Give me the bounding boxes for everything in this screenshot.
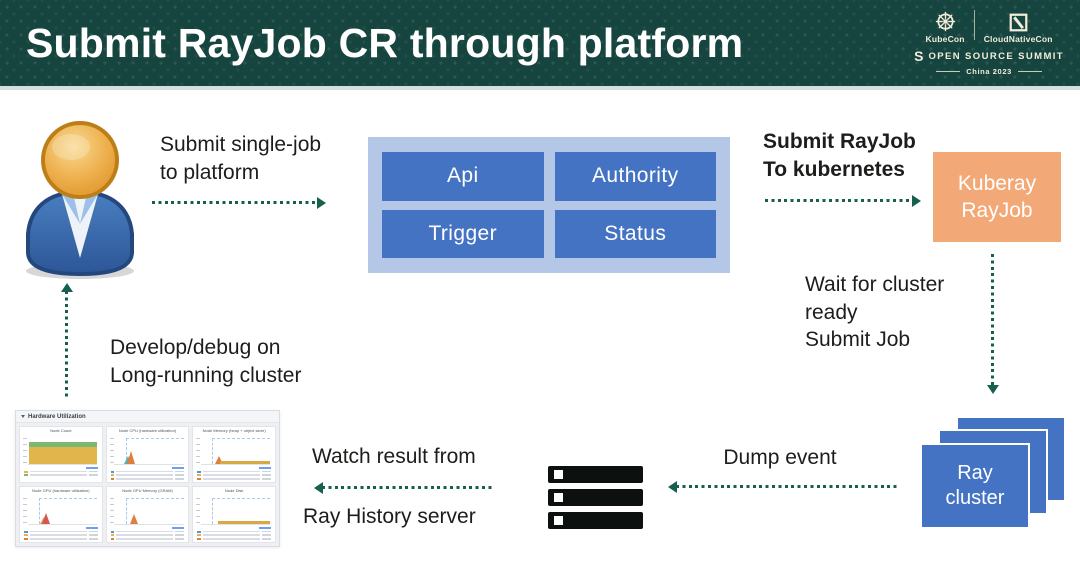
label-line: Long-running cluster [110,363,302,387]
user-icon [26,121,134,279]
dashboard-section-title: Hardware Utilization [28,413,86,420]
event-edition: China 2023 [936,67,1042,76]
panel-node-disk: Node Disk [192,486,276,543]
arrow-kuberay-to-raycluster [986,254,999,394]
platform-module-authority: Authority [554,152,716,201]
arrow-server-to-dashboard [314,481,494,494]
label-line: Wait for cluster [805,273,945,296]
panel-node-gpu-memory: Node GPU Memory (GRAM) [105,486,190,543]
panel-node-count: Node Count [19,426,103,483]
label-line: Submit single-job [160,133,322,156]
label-develop-debug: Develop/debug on Long-running cluster [110,334,301,389]
panel-chart [109,494,186,526]
server-icon [548,466,643,535]
arrowhead-left-icon [668,480,677,493]
label-line: Ray History server [303,505,476,528]
panel-node-cpu: Node CPU (hardware utilization) [105,426,190,483]
label-line: ready [805,300,858,324]
ray-cluster-box-front: Ray cluster [920,443,1030,529]
panel-title: Node GPU Memory (GRAM) [122,488,173,493]
server-bar [548,466,643,483]
label-line: Dump event [723,446,837,469]
dashboard-panels: Node Count Node CPU (hardware utilizatio… [16,423,279,546]
panel-title: Node Memory (heap + object store) [202,428,266,433]
edition-label: China 2023 [966,67,1012,76]
label-submit-single-job: Submit single-job to platform [160,131,321,186]
platform-module-trigger: Trigger [382,209,544,258]
panel-legend [193,466,275,482]
label-dump-event: Dump event [700,444,860,472]
label-line: To kubernetes [763,157,905,181]
panel-chart [23,434,99,466]
label-line: RayJob [961,199,1033,222]
panel-title: Node GPU (hardware utilization) [32,488,90,493]
label-line: Develop/debug on [110,336,281,359]
helm-wheel-icon [935,11,955,32]
arrowhead-right-icon [912,194,921,207]
label-watch-result-bottom: Ray History server [303,503,476,531]
server-led [554,516,563,525]
slide-header: Submit RayJob CR through platform K [0,0,1080,90]
panel-chart [23,494,99,526]
panel-chart [196,494,272,526]
label-line: cluster [945,487,1005,509]
kubecon-logo: KubeCon [926,11,965,44]
summit-label: OPEN SOURCE SUMMIT [928,50,1064,62]
dashboard-section-header: Hardware Utilization [16,411,279,423]
collapse-icon [21,415,25,418]
panel-legend [107,526,189,542]
summit-s-icon: S [914,48,924,64]
label-line: to platform [160,160,260,184]
arrowhead-left-icon [314,481,323,494]
server-led [554,470,563,479]
arrow-user-to-platform [152,196,326,209]
arrow-raycluster-to-server [668,480,898,493]
platform-module-status: Status [554,209,716,258]
label-line: Submit RayJob [763,130,916,153]
panel-legend [193,526,275,542]
platform-module-api: Api [382,152,544,201]
arrowhead-up-icon [60,283,73,292]
panel-title: Node CPU (hardware utilization) [118,428,177,433]
page-title: Submit RayJob CR through platform [26,19,744,66]
panel-title: Node Disk [224,488,244,493]
panel-legend [20,526,102,542]
label-line: Watch result from [312,445,476,468]
label-line: Ray [957,462,993,484]
conference-logos-row: KubeCon CloudNativeCon [926,10,1053,44]
arrow-platform-to-kuberay [765,194,921,207]
label-line: Submit Job [805,328,911,352]
arrowhead-down-icon [986,385,999,394]
panel-chart [109,434,186,466]
label-wait-cluster: Wait for cluster ready Submit Job [805,271,944,354]
dash-left [936,71,961,72]
label-watch-result-top: Watch result from [312,443,476,471]
server-bar [548,512,643,529]
arrow-dashboard-to-user [60,283,73,399]
platform-box: Api Authority Trigger Status [368,137,730,273]
kuberay-rayjob-box: Kuberay RayJob [933,152,1061,242]
cloudnativecon-logo: CloudNativeCon [984,13,1053,44]
open-source-summit-row: S OPEN SOURCE SUMMIT [914,48,1064,64]
ray-cluster-stack: Ray cluster [920,416,1066,530]
logo-divider [973,10,975,40]
dash-right [1017,71,1042,72]
label-submit-rayjob: Submit RayJob To kubernetes [763,128,916,183]
panel-chart [196,434,272,466]
event-logos: KubeCon CloudNativeCon S OPEN SOURCE SUM… [914,10,1064,76]
panel-legend [107,466,189,482]
grafana-dashboard-screenshot: Hardware Utilization Node Count Node CPU… [15,410,280,547]
server-led [554,493,563,502]
panel-node-gpu: Node GPU (hardware utilization) [19,486,103,543]
cloudnativecon-icon [1009,13,1028,32]
arrowhead-right-icon [317,196,326,209]
panel-node-memory: Node Memory (heap + object store) [192,426,276,483]
server-bar [548,489,643,506]
cloudnativecon-label: CloudNativeCon [983,34,1053,44]
label-line: Kuberay [957,171,1037,195]
kubecon-label: KubeCon [925,34,965,44]
panel-title: Node Count [50,428,72,433]
panel-legend [20,466,102,482]
